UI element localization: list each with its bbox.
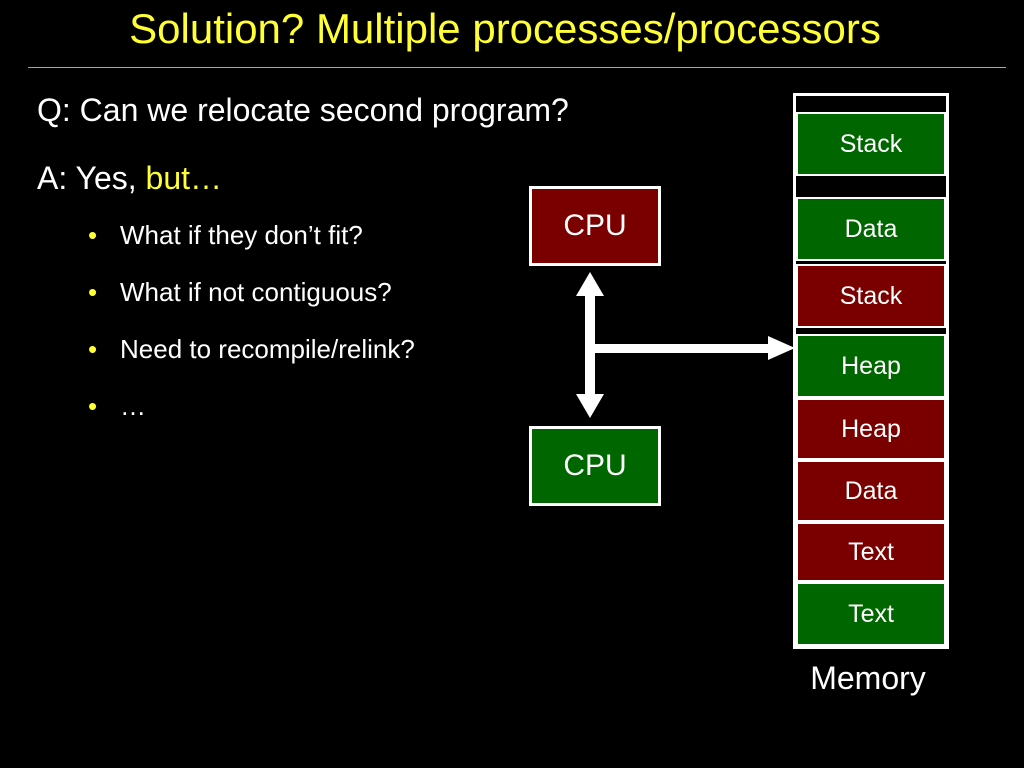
bullet-item: • What if they don’t fit? <box>88 219 415 276</box>
bullet-text: Need to recompile/relink? <box>120 334 415 364</box>
memory-block-data: Data <box>796 460 946 522</box>
bullet-item: •… <box>88 390 415 447</box>
bullet-dot-icon: • <box>88 334 98 364</box>
answer-prefix: A: Yes, <box>37 160 146 196</box>
memory-bus-arrow <box>595 336 795 360</box>
question-text: Q: Can we relocate second program? <box>37 92 569 128</box>
bullet-text: What if they don’t fit? <box>120 220 363 250</box>
bullet-dot-icon: • <box>88 220 98 250</box>
bullet-list: • What if they don’t fit? • What if not co… <box>88 219 415 447</box>
answer-highlight: but… <box>145 160 223 196</box>
memory-column: Stack Data Stack Heap Heap Data Text Tex… <box>793 93 949 649</box>
memory-block-heap: Heap <box>796 334 946 398</box>
memory-block-stack: Stack <box>796 112 946 176</box>
bullet-item: • Need to recompile/relink? <box>88 333 415 390</box>
memory-block-text: Text <box>796 522 946 582</box>
bullet-text: … <box>120 391 146 421</box>
title-divider <box>28 67 1006 68</box>
slide-title: Solution? Multiple processes/processors <box>129 5 881 52</box>
memory-block-stack: Stack <box>796 264 946 328</box>
bullet-text: What if not contiguous? <box>120 277 392 307</box>
bullet-item: • What if not contiguous? <box>88 276 415 333</box>
memory-block-text: Text <box>796 582 946 646</box>
memory-label: Memory <box>810 660 926 696</box>
bullet-dot-icon: • <box>88 277 98 307</box>
memory-block-data: Data <box>796 197 946 261</box>
answer-line: A: Yes, but… <box>37 158 222 198</box>
bullet-dot-icon: • <box>88 391 98 421</box>
cpu-box-bottom: CPU <box>529 426 661 506</box>
memory-block-heap: Heap <box>796 398 946 460</box>
cpu-box-top: CPU <box>529 186 661 266</box>
cpu-bus-arrow <box>576 272 604 418</box>
